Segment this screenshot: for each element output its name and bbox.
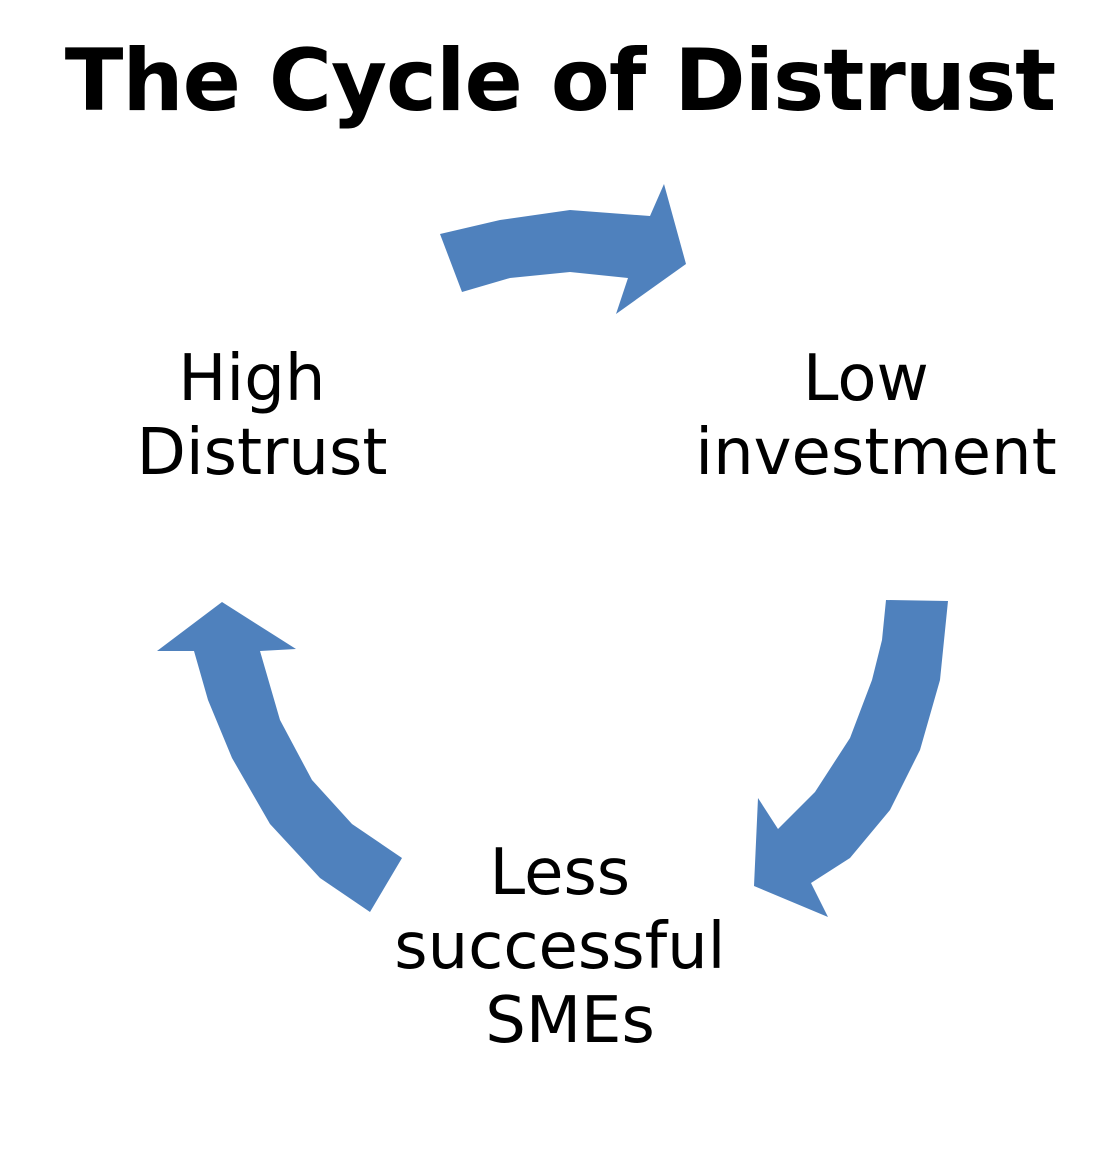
node-low-investment: Low investment — [695, 342, 1056, 490]
arrow-top-icon — [440, 184, 686, 314]
node-low-investment-line-1: Low — [803, 342, 929, 416]
diagram-title: The Cycle of Distrust — [65, 31, 1056, 131]
node-less-successful-line-2: successful — [394, 910, 725, 984]
node-low-investment-line-2: investment — [695, 416, 1056, 490]
node-less-successful-line-1: Less — [490, 836, 631, 910]
node-high-distrust: High Distrust — [137, 342, 388, 490]
arrow-right-icon — [754, 600, 948, 917]
node-less-successful-smes: Less successful SMEs — [394, 836, 746, 1058]
node-high-distrust-line-1: High — [178, 342, 325, 416]
node-less-successful-line-3: SMEs — [485, 984, 655, 1058]
arrow-left-icon — [157, 602, 402, 912]
node-high-distrust-line-2: Distrust — [137, 416, 388, 490]
